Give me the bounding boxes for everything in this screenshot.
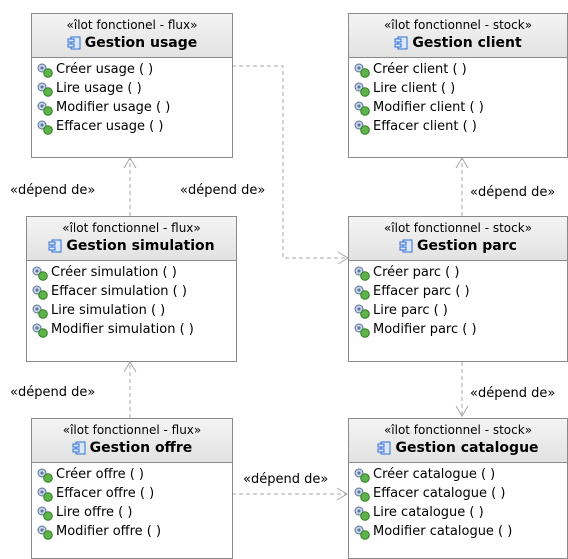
operation-item[interactable]: Lire parc ( ) — [353, 301, 567, 320]
arrowhead-catalogue-left — [336, 487, 348, 501]
operation-item[interactable]: Modifier client ( ) — [353, 98, 567, 117]
component-name: Gestion catalogue — [395, 440, 539, 456]
operations-list: Créer simulation ( ) Effacer simulation … — [27, 261, 236, 339]
operations-list: Créer client ( ) Lire client ( ) Modifie… — [349, 58, 567, 136]
operation-icon — [37, 468, 53, 483]
component-header: «îlot fonctionnel - flux» Gestion simula… — [27, 217, 236, 261]
operation-item[interactable]: Modifier simulation ( ) — [31, 320, 236, 339]
component-name: Gestion offre — [89, 440, 193, 456]
component-gestion-catalogue[interactable]: «îlot fonctionnel - stock» Gestion catal… — [348, 418, 568, 559]
operation-item[interactable]: Modifier catalogue ( ) — [353, 522, 567, 541]
arrowhead-simulation — [123, 361, 137, 373]
component-gestion-parc[interactable]: «îlot fonctionnel - stock» Gestion parc … — [348, 216, 568, 362]
operation-item[interactable]: Créer offre ( ) — [36, 465, 232, 484]
operation-icon — [354, 285, 370, 300]
operation-icon — [37, 120, 53, 135]
operation-icon — [37, 101, 53, 116]
operation-item[interactable]: Effacer parc ( ) — [353, 282, 567, 301]
component-gestion-usage[interactable]: «îlot fonctionel - flux» Gestion usage C… — [31, 13, 233, 158]
stereotype-label: «îlot fonctionnel - stock» — [383, 423, 533, 437]
operation-icon — [37, 82, 53, 97]
operation-icon — [354, 101, 370, 116]
component-name: Gestion client — [412, 35, 522, 51]
component-header: «îlot fonctionnel - stock» Gestion catal… — [349, 419, 567, 463]
operations-list: Créer usage ( ) Lire usage ( ) Modifier … — [32, 58, 232, 136]
operation-item[interactable]: Créer usage ( ) — [36, 60, 232, 79]
operation-item[interactable]: Créer simulation ( ) — [31, 263, 236, 282]
operation-icon — [32, 285, 48, 300]
component-icon — [67, 36, 81, 50]
component-icon — [48, 239, 62, 253]
component-name: Gestion parc — [417, 238, 517, 254]
operation-icon — [354, 468, 370, 483]
operation-item[interactable]: Lire usage ( ) — [36, 79, 232, 98]
operation-item[interactable]: Effacer catalogue ( ) — [353, 484, 567, 503]
operation-item[interactable]: Modifier usage ( ) — [36, 98, 232, 117]
component-icon — [72, 441, 86, 455]
dep-label-usage-parc: «dépend de» — [180, 183, 266, 199]
dep-label-simulation-usage: «dépend de» — [10, 183, 96, 199]
operation-item[interactable]: Effacer offre ( ) — [36, 484, 232, 503]
component-gestion-simulation[interactable]: «îlot fonctionnel - flux» Gestion simula… — [26, 216, 237, 362]
component-header: «îlot fonctionel - flux» Gestion usage — [32, 14, 232, 58]
component-gestion-offre[interactable]: «îlot fonctionnel - flux» Gestion offre … — [31, 418, 233, 559]
operation-item[interactable]: Effacer usage ( ) — [36, 117, 232, 136]
operation-icon — [354, 487, 370, 502]
stereotype-label: «îlot fonctionnel - flux» — [62, 423, 202, 437]
arrowhead-usage — [123, 157, 137, 169]
operation-icon — [354, 120, 370, 135]
operations-list: Créer parc ( ) Effacer parc ( ) Lire par… — [349, 261, 567, 339]
operations-list: Créer catalogue ( ) Effacer catalogue ( … — [349, 463, 567, 541]
component-icon — [394, 36, 408, 50]
component-header: «îlot fonctionnel - stock» Gestion parc — [349, 217, 567, 261]
arrowhead-catalogue-top — [455, 405, 469, 417]
operation-item[interactable]: Lire catalogue ( ) — [353, 503, 567, 522]
operation-icon — [354, 63, 370, 78]
operation-icon — [37, 525, 53, 540]
operation-icon — [37, 506, 53, 521]
stereotype-label: «îlot fonctionnel - flux» — [62, 221, 201, 235]
operation-item[interactable]: Lire offre ( ) — [36, 503, 232, 522]
operation-icon — [354, 266, 370, 281]
operation-icon — [37, 487, 53, 502]
operation-item[interactable]: Modifier parc ( ) — [353, 320, 567, 339]
operation-icon — [32, 266, 48, 281]
stereotype-label: «îlot fonctionel - flux» — [66, 18, 198, 32]
stereotype-label: «îlot fonctionnel - stock» — [383, 221, 533, 235]
arrowhead-client — [455, 157, 469, 169]
operation-item[interactable]: Lire client ( ) — [353, 79, 567, 98]
operation-icon — [32, 323, 48, 338]
operation-icon — [37, 63, 53, 78]
operation-item[interactable]: Effacer simulation ( ) — [31, 282, 236, 301]
operations-list: Créer offre ( ) Effacer offre ( ) Lire o… — [32, 463, 232, 541]
operation-icon — [354, 304, 370, 319]
operation-icon — [354, 525, 370, 540]
dep-label-offre-simulation: «dépend de» — [10, 385, 96, 401]
dep-line-usage-parc — [232, 65, 347, 259]
stereotype-label: «îlot fonctionnel - stock» — [383, 18, 533, 32]
operation-item[interactable]: Créer parc ( ) — [353, 263, 567, 282]
component-name: Gestion simulation — [66, 238, 215, 254]
component-name: Gestion usage — [84, 35, 198, 51]
operation-item[interactable]: Effacer client ( ) — [353, 117, 567, 136]
dep-label-offre-catalogue: «dépend de» — [243, 472, 329, 488]
operation-icon — [354, 82, 370, 97]
component-gestion-client[interactable]: «îlot fonctionnel - stock» Gestion clien… — [348, 13, 568, 158]
operation-item[interactable]: Modifier offre ( ) — [36, 522, 232, 541]
operation-item[interactable]: Lire simulation ( ) — [31, 301, 236, 320]
dep-label-parc-catalogue: «dépend de» — [470, 386, 556, 402]
component-header: «îlot fonctionnel - flux» Gestion offre — [32, 419, 232, 463]
component-header: «îlot fonctionnel - stock» Gestion clien… — [349, 14, 567, 58]
operation-icon — [354, 323, 370, 338]
operation-icon — [354, 506, 370, 521]
operation-item[interactable]: Créer catalogue ( ) — [353, 465, 567, 484]
dep-label-parc-client: «dépend de» — [470, 185, 556, 201]
operation-item[interactable]: Créer client ( ) — [353, 60, 567, 79]
component-icon — [377, 441, 391, 455]
component-icon — [399, 239, 413, 253]
operation-icon — [32, 304, 48, 319]
